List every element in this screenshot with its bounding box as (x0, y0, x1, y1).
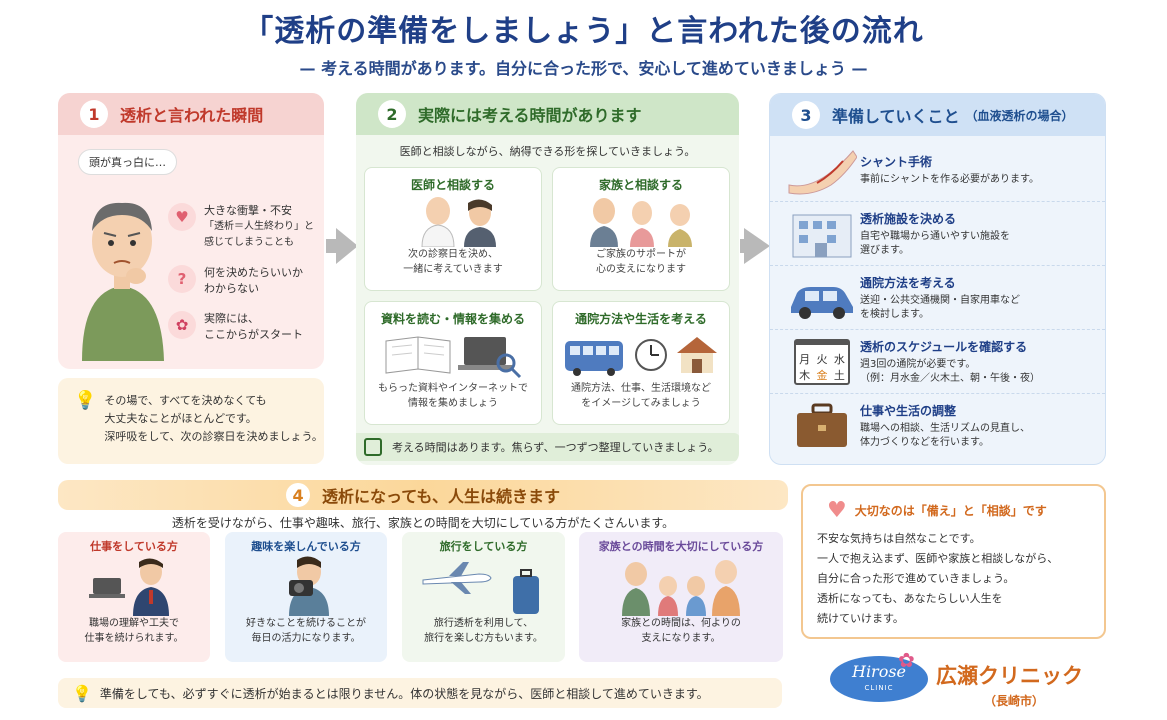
page-title: 「透析の準備をしましょう」と言われた後の流れ (243, 14, 924, 49)
life-card-family: 家族との時間を大切にしている方 家族との時間は、何よりの 支えになります。 (579, 532, 783, 662)
footer-tip: 💡 準備をしても、必ずすぐに透析が始まるとは限りません。体の状態を見ながら、医師… (58, 678, 782, 708)
important-title: 大切なのは「備え」と「相談」です (854, 504, 1047, 518)
step1-title: 透析と言われた瞬間 (120, 106, 264, 125)
hospital-building-icon (792, 214, 852, 257)
step1-item: ♥ 大きな衝撃・不安 「透析＝人生終わり」と 感じてしまうことも (168, 203, 318, 251)
step1-number: 1 (80, 100, 108, 128)
step4-title: 透析になっても、人生は続きます (322, 487, 560, 506)
step2-number: 2 (378, 100, 406, 128)
step1-item-list: ♥ 大きな衝撃・不安 「透析＝人生終わり」と 感じてしまうことも ? 何を決めた… (168, 203, 318, 343)
life-card-hobby: 趣味を楽しんでいる方 好きなことを続けることが 毎日の活力になります。 (225, 532, 387, 662)
step3-row-commute: 通院方法を考える 送迎・公共交通機関・自家用車など を検討します。 (770, 266, 1105, 330)
life-card-work: 仕事をしている方 職場の理解や工夫で 仕事を続けられます。 (58, 532, 210, 662)
step1-item: ✿ 実際には、 ここからがスタート (168, 311, 318, 343)
step1-panel: 1 透析と言われた瞬間 頭が真っ白に… ♥ 大きな衝撃・不安 「透析＝人生終わり… (58, 93, 324, 369)
flower-icon: ✿ (898, 648, 915, 672)
step1-tip: 💡 その場で、すべてを決めなくても 大丈夫なことがほとんどです。 深呼吸をして、… (58, 378, 324, 464)
briefcase-icon (797, 403, 847, 447)
clinic-location: （長崎市） (984, 694, 1045, 708)
life-card-travel: 旅行をしている方 旅行透析を利用して、 旅行を楽しむ方もいます。 (402, 532, 565, 662)
heart-icon: ♥ (168, 203, 196, 231)
plane-suitcase-illustration (422, 562, 539, 614)
step3-title: 準備していくこと (832, 107, 960, 126)
worried-man-illustration (82, 202, 164, 361)
clinic-logo-text: Hirose (851, 662, 907, 681)
heart-icon: ♥ (827, 498, 847, 523)
page-subtitle: — 考える時間があります。自分に合った形で、安心して進めていきましょう — (299, 59, 868, 78)
step3-row-facility: 透析施設を決める 自宅や職場から通いやすい施設を 選びます。 (770, 202, 1105, 266)
step4-header-bar (58, 480, 788, 510)
flower-icon: ✿ (168, 311, 196, 339)
office-worker-illustration (89, 558, 169, 616)
step3-header: 3 準備していくこと （血液透析の場合） (770, 94, 1105, 136)
flow-arrow (326, 228, 358, 264)
calendar-icon (364, 438, 382, 456)
step2-card-research: 資料を読む・情報を集める もらった資料やインターネットで 情報を集めましょう (364, 301, 542, 425)
family-group-illustration (622, 560, 740, 616)
calendar-icon: 月 火 水 木 金 土 (794, 338, 850, 385)
step1-item: ? 何を決めたらいいか わからない (168, 265, 318, 297)
step4-header: 4 透析になっても、人生は続きます (58, 480, 788, 510)
clinic-logo-sub: CLINIC (864, 684, 894, 692)
step1-header: 1 透析と言われた瞬間 (58, 93, 324, 135)
question-icon: ? (168, 265, 196, 293)
thought-bubble: 頭が真っ白に… (78, 149, 177, 175)
car-icon (791, 286, 853, 319)
clinic-logo (830, 656, 928, 702)
step2-header: 2 実際には考える時間があります (356, 93, 739, 135)
important-box: ♥ 大切なのは「備え」と「相談」です 不安な気持ちは自然なことです。 一人で抱え… (801, 484, 1106, 639)
step3-row-schedule: 月 火 水 木 金 土 透析のスケジュールを確認する 週3回の通院が必要です。 … (770, 330, 1105, 394)
step4-number: 4 (286, 483, 311, 507)
important-body: 不安な気持ちは自然なことです。 一人で抱え込まず、医師や家族と相談しながら、 自… (817, 532, 1059, 625)
doctor-illustration (421, 197, 496, 247)
step3-number: 3 (792, 101, 820, 129)
lightbulb-icon: 💡 (72, 683, 92, 703)
lightbulb-icon: 💡 (74, 390, 97, 411)
flow-arrow (740, 228, 770, 264)
family-illustration (590, 198, 692, 247)
step2-footer-note: 考える時間はあります。焦らず、一つずつ整理していきましょう。 (356, 433, 739, 461)
step2-intro: 医師と相談しながら、納得できる形を探していきましょう。 (399, 145, 696, 158)
arm-illustration (788, 149, 857, 194)
step2-card-commute: 通院方法や生活を考える 通院方法、仕事、生活環境など をイメージしてみましょう (552, 301, 730, 425)
photographer-illustration (289, 556, 329, 616)
step4-intro: 透析を受けながら、仕事や趣味、旅行、家族との時間を大切にしている方がたくさんいま… (171, 516, 675, 530)
step3-row-work: 仕事や生活の調整 職場への相談、生活リズムの見直し、 体力づくりなどを行います。 (770, 394, 1105, 458)
step2-title: 実際には考える時間があります (418, 106, 642, 125)
step3-subtitle: （血液透析の場合） (965, 108, 1074, 123)
bus-clock-house-illustration (565, 337, 717, 376)
step2-panel: 2 実際には考える時間があります 医師と相談しながら、納得できる形を探していきま… (356, 93, 739, 465)
step3-panel: 3 準備していくこと （血液透析の場合） シャント手術 事前にシャントを作る必要… (769, 93, 1106, 465)
step2-card-doctor: 医師と相談する 次の診察日を決め、 一緒に考えていきます (364, 167, 542, 291)
book-laptop-illustration (385, 336, 522, 379)
step2-card-family: 家族と相談する ご家族のサポートが 心の支えになります (552, 167, 730, 291)
clinic-name: 広瀬クリニック (936, 664, 1083, 688)
step3-row-shunt: シャント手術 事前にシャントを作る必要があります。 (770, 138, 1105, 202)
